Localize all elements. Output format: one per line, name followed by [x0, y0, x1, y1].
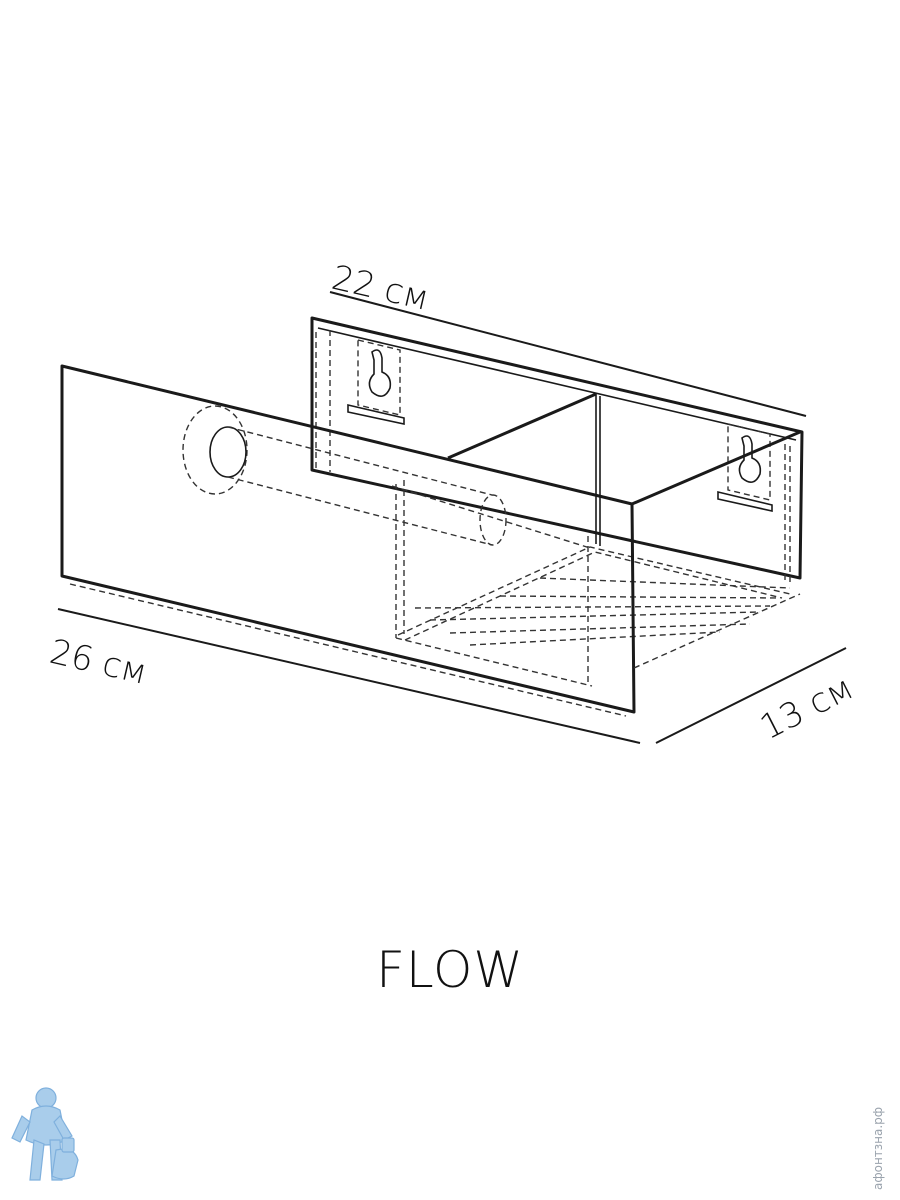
- back-width-label: 22 см: [328, 258, 433, 319]
- back-panel: [310, 316, 804, 584]
- width-label: 26 см: [46, 632, 151, 693]
- keyhole-slot-left-icon: [347, 339, 405, 425]
- watermark-site-text: афонтзна.рф: [871, 1107, 885, 1190]
- product-name: FLOW: [376, 941, 524, 999]
- front-panel: [60, 364, 801, 717]
- top-edge: [631, 430, 801, 506]
- depth-label: 13 см: [754, 668, 860, 748]
- dimension-line-width: [57, 608, 641, 744]
- dimension-line-depth: [655, 647, 847, 744]
- roll-holder-rod: [182, 405, 507, 546]
- center-divider: [391, 392, 601, 687]
- plumber-mascot-icon: [11, 1087, 79, 1181]
- shelf-floor: [397, 546, 791, 646]
- dimension-line-back-width: [329, 291, 807, 417]
- keyhole-slot-right-icon: [717, 423, 773, 512]
